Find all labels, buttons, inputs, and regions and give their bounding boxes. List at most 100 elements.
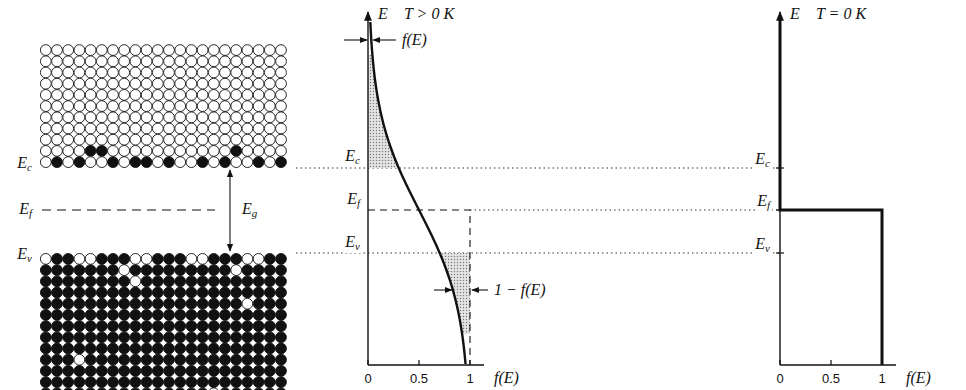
electron-state <box>119 310 130 321</box>
energy-level-label: Ef <box>755 192 772 212</box>
electron-state <box>264 45 275 56</box>
electron-state <box>197 45 208 56</box>
electron-state <box>40 146 51 157</box>
electron-state <box>85 287 96 298</box>
electron-state <box>74 123 85 134</box>
electron-state <box>152 112 163 123</box>
electron-state <box>119 287 130 298</box>
electron-state <box>220 287 231 298</box>
electron-state <box>130 388 141 390</box>
electron-state <box>152 276 163 287</box>
electron-state <box>63 101 74 112</box>
electron-state <box>186 366 197 377</box>
electron-state <box>108 90 119 101</box>
electron-state <box>152 254 163 265</box>
tick-label: 0.5 <box>820 371 842 386</box>
electron-state <box>231 157 242 168</box>
electron-state <box>276 354 287 365</box>
electron-state <box>96 146 107 157</box>
electron-state <box>220 354 231 365</box>
electron-state <box>231 332 242 343</box>
electron-state <box>164 45 175 56</box>
electron-state <box>242 287 253 298</box>
electron-state <box>108 254 119 265</box>
electron-state <box>141 134 152 145</box>
electron-state <box>52 157 63 168</box>
electron-state <box>52 265 63 276</box>
electron-state <box>74 146 85 157</box>
electron-state <box>231 388 242 390</box>
electron-state <box>208 78 219 89</box>
electron-state <box>276 146 287 157</box>
electron-state <box>63 265 74 276</box>
electron-state <box>231 101 242 112</box>
electron-state <box>108 298 119 309</box>
electron-state <box>85 343 96 354</box>
electron-state <box>74 366 85 377</box>
electron-state <box>186 254 197 265</box>
electron-state <box>119 112 130 123</box>
electron-state <box>141 123 152 134</box>
electron-state <box>85 56 96 67</box>
electron-state <box>152 298 163 309</box>
electron-state <box>242 298 253 309</box>
electron-state <box>40 276 51 287</box>
energy-level-label: Eg <box>240 200 259 220</box>
electron-state <box>164 90 175 101</box>
electron-state <box>96 343 107 354</box>
electron-state <box>74 45 85 56</box>
electron-state <box>85 112 96 123</box>
electron-state <box>96 101 107 112</box>
electron-state <box>40 78 51 89</box>
electron-state <box>63 298 74 309</box>
electron-state <box>141 78 152 89</box>
electron-state <box>197 78 208 89</box>
energy-level-label: Ec <box>753 150 772 170</box>
electron-state <box>40 265 51 276</box>
electron-state <box>85 332 96 343</box>
electron-state <box>85 377 96 388</box>
electron-state <box>130 254 141 265</box>
electron-state <box>52 287 63 298</box>
electron-state <box>253 377 264 388</box>
electron-state <box>40 298 51 309</box>
electron-state <box>175 354 186 365</box>
axis-label: 1 − f(E) <box>492 281 548 299</box>
electron-state <box>253 388 264 390</box>
electron-state <box>52 332 63 343</box>
electron-state <box>253 354 264 365</box>
electron-state <box>242 56 253 67</box>
electron-state <box>208 310 219 321</box>
energy-axis <box>367 12 368 365</box>
electron-state <box>108 265 119 276</box>
electron-state <box>40 388 51 390</box>
tick-label: 1 <box>876 371 887 386</box>
electron-state <box>152 343 163 354</box>
electron-state <box>63 287 74 298</box>
electron-state <box>164 354 175 365</box>
electron-state <box>164 56 175 67</box>
electron-state <box>119 90 130 101</box>
electron-state <box>253 287 264 298</box>
electron-state <box>220 56 231 67</box>
electron-state <box>197 67 208 78</box>
electron-state <box>119 354 130 365</box>
electron-state <box>74 310 85 321</box>
electron-state <box>141 254 152 265</box>
electron-state <box>63 343 74 354</box>
tick-label: 0 <box>362 371 373 386</box>
electron-state <box>40 354 51 365</box>
electron-state <box>164 377 175 388</box>
electron-state <box>85 123 96 134</box>
conduction-band <box>40 45 286 168</box>
probability-axis <box>368 364 484 365</box>
tick-label: 1 <box>464 371 475 386</box>
electron-state <box>253 276 264 287</box>
electron-state <box>96 377 107 388</box>
guide-line <box>296 167 368 168</box>
electron-state <box>40 56 51 67</box>
electron-state <box>220 146 231 157</box>
electron-state <box>208 45 219 56</box>
electron-state <box>85 101 96 112</box>
electron-state <box>164 112 175 123</box>
